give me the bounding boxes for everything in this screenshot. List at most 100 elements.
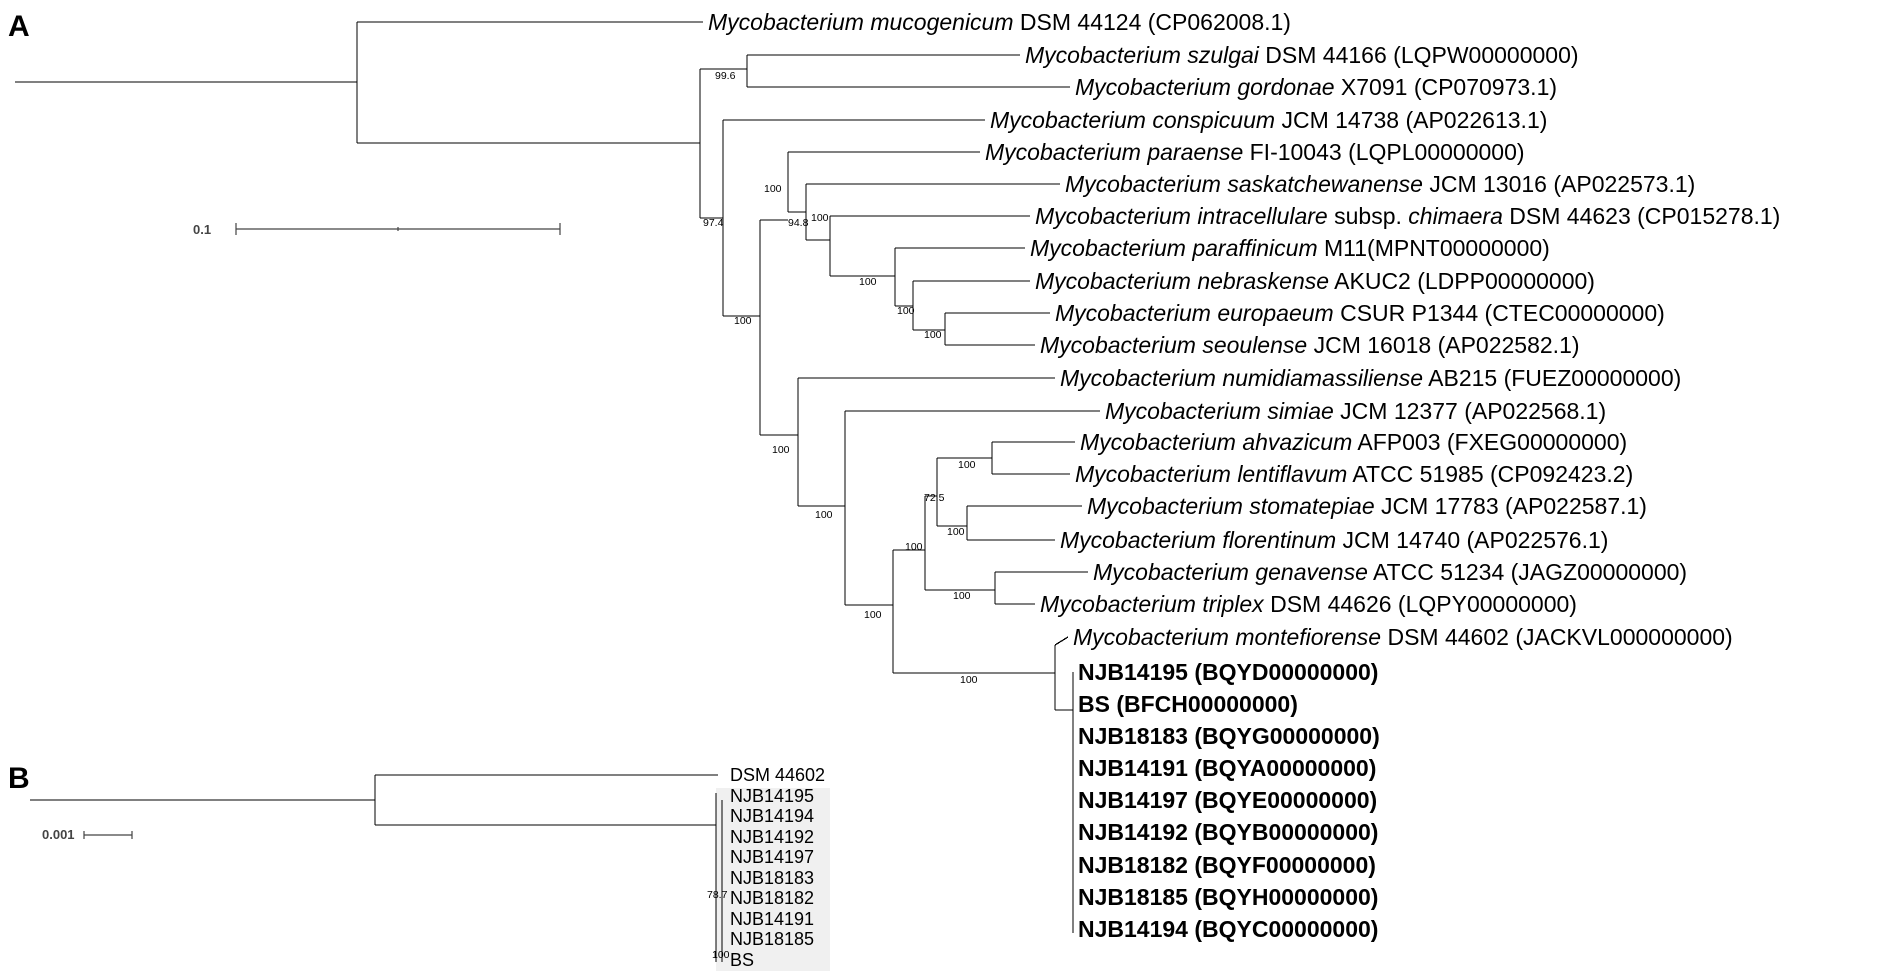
leaf-label: NJB18183 — [730, 868, 814, 888]
leaf-species: Mycobacterium europaeum — [1055, 300, 1334, 326]
leaf-label: Mycobacterium saskatchewanense JCM 13016… — [1065, 171, 1695, 197]
panel-a-letter: A — [8, 10, 30, 43]
support-value: 100 — [734, 315, 752, 327]
leaf-label: Mycobacterium stomatepiae JCM 17783 (AP0… — [1087, 493, 1647, 519]
panel-b-letter: B — [8, 762, 30, 795]
leaf-label: Mycobacterium genavense ATCC 51234 (JAGZ… — [1093, 559, 1687, 585]
isolate-cluster-highlight — [716, 788, 830, 971]
leaf-strain: JCM 14738 (AP022613.1) — [1275, 107, 1547, 133]
leaf-label: NJB18182 — [730, 888, 814, 908]
support-value: 100 — [811, 212, 829, 224]
leaf-label: Mycobacterium simiae JCM 12377 (AP022568… — [1105, 398, 1606, 424]
leaf-species: Mycobacterium genavense — [1093, 559, 1368, 585]
panel-b-branches — [30, 774, 723, 962]
leaf-species: Mycobacterium mucogenicum — [708, 9, 1014, 35]
leaf-subspecies: chimaera — [1408, 203, 1503, 229]
support-value: 97.4 — [703, 217, 724, 229]
leaf-label: Mycobacterium nebraskense AKUC2 (LDPP000… — [1035, 268, 1595, 294]
leaf-label: NJB18185 — [730, 929, 814, 949]
isolate-label: NJB14194 (BQYC00000000) — [1078, 916, 1378, 942]
support-value: 100 — [897, 305, 915, 317]
leaf-strain: JCM 16018 (AP022582.1) — [1307, 332, 1579, 358]
isolate-label: NJB18182 (BQYF00000000) — [1078, 852, 1376, 878]
support-value: 100 — [905, 541, 923, 553]
leaf-label: NJB14192 — [730, 827, 814, 847]
support-value: 72.5 — [924, 492, 945, 504]
leaf-strain: JCM 14740 (AP022576.1) — [1336, 527, 1608, 553]
isolate-label: NJB14195 (BQYD00000000) — [1078, 659, 1378, 685]
support-value: 100 — [815, 509, 833, 521]
leaf-label: NJB14191 — [730, 909, 814, 929]
panel-b: B 0.001 78.7 100 DSM 44602 NJB14195 NJB1… — [8, 762, 830, 971]
panel-a-support-values: 99.6 97.4 100 94.8 100 100 100 100 100 1… — [703, 70, 978, 686]
leaf-label: NJB14197 — [730, 847, 814, 867]
leaf-strain: JCM 17783 (AP022587.1) — [1375, 493, 1647, 519]
leaf-label: Mycobacterium numidiamassiliense AB215 (… — [1060, 365, 1681, 391]
support-value: 100 — [712, 949, 730, 961]
leaf-species: Mycobacterium triplex — [1040, 591, 1265, 617]
isolate-label: NJB18183 (BQYG00000000) — [1078, 723, 1380, 749]
leaf-label: Mycobacterium szulgai DSM 44166 (LQPW000… — [1025, 42, 1579, 68]
leaf-strain: DSM 44623 (CP015278.1) — [1503, 203, 1780, 229]
leaf-strain: JCM 13016 (AP022573.1) — [1423, 171, 1695, 197]
leaf-label: BS — [730, 950, 754, 970]
leaf-species: Mycobacterium lentiflavum — [1075, 461, 1347, 487]
panel-a-branches — [15, 21, 1100, 933]
leaf-strain: DSM 44602 (JACKVL000000000) — [1381, 624, 1733, 650]
leaf-species: Mycobacterium montefiorense — [1073, 624, 1381, 650]
leaf-species: Mycobacterium paraense — [985, 139, 1243, 165]
support-value: 100 — [924, 329, 942, 341]
leaf-label: Mycobacterium montefiorense DSM 44602 (J… — [1073, 624, 1733, 650]
isolate-label: BS (BFCH00000000) — [1078, 691, 1298, 717]
isolate-label: NJB14191 (BQYA00000000) — [1078, 755, 1376, 781]
leaf-species: Mycobacterium saskatchewanense — [1065, 171, 1423, 197]
leaf-strain: AKUC2 (LDPP00000000) — [1329, 268, 1595, 294]
leaf-strain: DSM 44124 (CP062008.1) — [1014, 9, 1291, 35]
leaf-strain: JCM 12377 (AP022568.1) — [1334, 398, 1606, 424]
leaf-species: Mycobacterium numidiamassiliense — [1060, 365, 1423, 391]
leaf-strain: subsp. — [1328, 203, 1409, 229]
support-value: 100 — [953, 590, 971, 602]
support-value: 100 — [772, 444, 790, 456]
support-value: 78.7 — [707, 889, 728, 901]
leaf-label: NJB14195 — [730, 786, 814, 806]
leaf-species: Mycobacterium paraffinicum — [1030, 235, 1318, 261]
leaf-label: Mycobacterium conspicuum JCM 14738 (AP02… — [990, 107, 1547, 133]
leaf-label: NJB14194 — [730, 806, 814, 826]
leaf-species: Mycobacterium gordonae — [1075, 74, 1335, 100]
leaf-label: Mycobacterium gordonae X7091 (CP070973.1… — [1075, 74, 1557, 100]
support-value: 100 — [764, 183, 782, 195]
leaf-label: DSM 44602 — [730, 765, 825, 785]
leaf-species: Mycobacterium conspicuum — [990, 107, 1275, 133]
leaf-species: Mycobacterium stomatepiae — [1087, 493, 1375, 519]
leaf-species: Mycobacterium seoulense — [1040, 332, 1307, 358]
leaf-strain: X7091 (CP070973.1) — [1335, 74, 1558, 100]
support-value: 100 — [947, 526, 965, 538]
leaf-species: Mycobacterium nebraskense — [1035, 268, 1329, 294]
panel-a-leaf-labels: Mycobacterium mucogenicum DSM 44124 (CP0… — [708, 9, 1780, 650]
leaf-strain: AFP003 (FXEG00000000) — [1352, 429, 1627, 455]
leaf-label: Mycobacterium paraense FI-10043 (LQPL000… — [985, 139, 1525, 165]
leaf-species: Mycobacterium simiae — [1105, 398, 1334, 424]
leaf-strain: ATCC 51985 (CP092423.2) — [1347, 461, 1633, 487]
isolate-label: NJB18185 (BQYH00000000) — [1078, 884, 1378, 910]
support-value: 100 — [864, 609, 882, 621]
isolate-label: NJB14197 (BQYE00000000) — [1078, 787, 1377, 813]
leaf-strain: FI-10043 (LQPL00000000) — [1243, 139, 1524, 165]
leaf-label: Mycobacterium intracellulare subsp. chim… — [1035, 203, 1780, 229]
support-value: 99.6 — [715, 70, 736, 82]
leaf-strain: M11(MPNT00000000) — [1318, 235, 1550, 261]
panel-a-scale-label: 0.1 — [193, 222, 211, 237]
leaf-label: Mycobacterium triplex DSM 44626 (LQPY000… — [1040, 591, 1577, 617]
leaf-strain: DSM 44166 (LQPW00000000) — [1259, 42, 1579, 68]
support-value: 100 — [958, 459, 976, 471]
panel-a-isolate-labels: NJB14195 (BQYD00000000) BS (BFCH00000000… — [1078, 659, 1380, 942]
leaf-label: Mycobacterium europaeum CSUR P1344 (CTEC… — [1055, 300, 1665, 326]
leaf-strain: AB215 (FUEZ00000000) — [1423, 365, 1681, 391]
branch-montefiorense — [1054, 636, 1069, 646]
panel-b-scale-label: 0.001 — [42, 827, 75, 842]
leaf-label: Mycobacterium lentiflavum ATCC 51985 (CP… — [1075, 461, 1633, 487]
leaf-label: Mycobacterium ahvazicum AFP003 (FXEG0000… — [1080, 429, 1627, 455]
support-value: 100 — [859, 276, 877, 288]
